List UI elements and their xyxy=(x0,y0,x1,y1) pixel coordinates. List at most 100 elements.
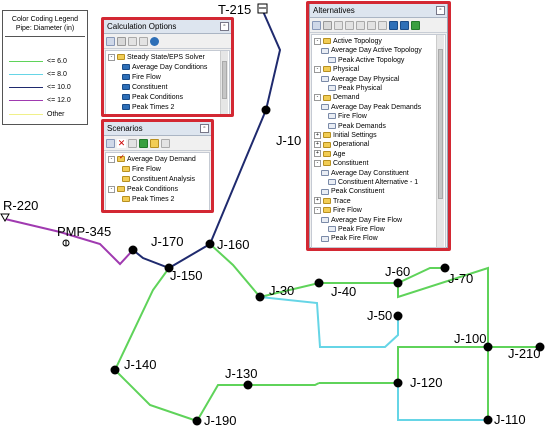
tree-item[interactable]: -Steady State/EPS Solver xyxy=(108,53,205,62)
junction-j170[interactable] xyxy=(128,245,138,255)
rename-icon[interactable] xyxy=(345,20,354,30)
tree-item[interactable]: -Peak Conditions xyxy=(108,185,178,194)
junction-j40[interactable] xyxy=(314,278,324,288)
expand-icon[interactable]: + xyxy=(314,150,321,158)
delete-icon[interactable] xyxy=(117,36,126,46)
tree-item[interactable]: Constituent xyxy=(122,83,167,92)
tree-item[interactable]: -Active Topology xyxy=(314,37,382,46)
tree-item[interactable]: +Trace xyxy=(314,197,351,206)
tree-item[interactable]: +Initial Settings xyxy=(314,131,377,140)
pin-icon[interactable]: ▫ xyxy=(220,22,229,31)
new-icon[interactable] xyxy=(106,138,115,148)
tree-item[interactable]: Peak Fire Flow xyxy=(321,234,378,243)
collapse-icon[interactable]: - xyxy=(314,159,321,167)
collapse-icon[interactable]: - xyxy=(108,53,115,61)
delete-icon[interactable]: ✕ xyxy=(117,137,126,148)
collapse-icon[interactable]: - xyxy=(108,185,115,193)
junction-j70[interactable] xyxy=(440,263,450,273)
tree-item[interactable]: Average Day Fire Flow xyxy=(321,216,402,225)
junction-j30[interactable] xyxy=(255,292,265,302)
pipe-cyan-b[interactable] xyxy=(397,383,488,421)
junction-j110[interactable] xyxy=(483,415,493,425)
properties-icon[interactable] xyxy=(378,20,387,30)
junction-j210[interactable] xyxy=(535,342,545,352)
check-icon[interactable] xyxy=(150,138,159,148)
expand-icon[interactable]: + xyxy=(314,131,321,139)
scrollbar[interactable] xyxy=(436,35,444,247)
pipe-dark-west[interactable] xyxy=(132,243,211,270)
tree-item[interactable]: Average Day Peak Demands xyxy=(321,103,421,112)
junction-j120[interactable] xyxy=(393,378,403,388)
paste-icon[interactable] xyxy=(356,20,365,30)
tree-item[interactable]: +Age xyxy=(314,150,345,159)
options-icon[interactable] xyxy=(161,138,170,148)
pipe-green-east[interactable] xyxy=(397,266,540,348)
report-icon[interactable] xyxy=(367,20,376,30)
filter-icon[interactable] xyxy=(400,20,409,30)
tree-item[interactable]: -Demand xyxy=(314,93,359,102)
merge-icon[interactable] xyxy=(411,20,420,30)
rename-icon[interactable] xyxy=(128,138,137,148)
tree-item[interactable]: -Physical xyxy=(314,65,359,74)
collapse-icon[interactable]: - xyxy=(314,94,321,102)
junction-j60[interactable] xyxy=(393,278,403,288)
pipe-cyan-a[interactable] xyxy=(259,296,399,348)
collapse-icon[interactable]: - xyxy=(314,37,321,45)
tree-item[interactable]: Fire Flow xyxy=(122,73,161,82)
tree-item[interactable]: Constituent Alternative - 1 xyxy=(328,178,418,187)
compute-icon[interactable] xyxy=(139,138,148,148)
junction-j140[interactable] xyxy=(110,365,120,375)
new-icon[interactable] xyxy=(312,20,321,30)
pipe-purple[interactable] xyxy=(4,218,134,266)
tree-item[interactable]: Average Day Physical xyxy=(321,75,399,84)
tree-item[interactable]: +Operational xyxy=(314,140,369,149)
tree-item[interactable]: Peak Physical xyxy=(328,84,382,93)
expand-icon[interactable]: + xyxy=(314,141,321,149)
filter-icon[interactable] xyxy=(389,20,398,30)
expand-icon[interactable]: + xyxy=(314,197,321,205)
tree-item[interactable]: Average Day Conditions xyxy=(122,63,207,72)
paste-icon[interactable] xyxy=(139,36,148,46)
help-icon[interactable] xyxy=(150,36,159,46)
tree-item[interactable]: Peak Times 2 xyxy=(122,195,174,204)
tree-item[interactable]: Peak Demands xyxy=(328,122,386,131)
junction-j50[interactable] xyxy=(393,311,403,321)
copy-icon[interactable] xyxy=(334,20,343,30)
scrollbar-thumb[interactable] xyxy=(222,61,227,99)
tree-item[interactable]: -Fire Flow xyxy=(314,206,362,215)
pipe-green-loop[interactable] xyxy=(319,346,489,420)
tree-item[interactable]: Average Day Constituent xyxy=(321,169,409,178)
pin-icon[interactable]: ▫ xyxy=(436,6,445,15)
tree-item[interactable]: Peak Fire Flow xyxy=(328,225,385,234)
scrollbar-thumb[interactable] xyxy=(438,49,443,199)
copy-icon[interactable] xyxy=(128,36,137,46)
tree-item[interactable]: Average Day Active Topology xyxy=(321,46,422,55)
scrollbar[interactable] xyxy=(220,51,228,115)
tree-item[interactable]: Peak Active Topology xyxy=(328,56,404,65)
junction-j130[interactable] xyxy=(243,380,253,390)
delete-icon[interactable] xyxy=(323,20,332,30)
tree-item[interactable]: Constituent Analysis xyxy=(122,175,195,184)
reservoir-icon[interactable] xyxy=(0,213,10,223)
tree-item[interactable]: Peak Conditions xyxy=(122,93,183,102)
collapse-icon[interactable]: - xyxy=(108,155,115,163)
junction-j150[interactable] xyxy=(164,263,174,273)
collapse-icon[interactable]: - xyxy=(314,206,321,214)
collapse-icon[interactable]: - xyxy=(314,65,321,73)
junction-j100[interactable] xyxy=(483,342,493,352)
junction-j160[interactable] xyxy=(205,239,215,249)
tree-item[interactable]: Fire Flow xyxy=(122,165,161,174)
tree-item[interactable]: Fire Flow xyxy=(328,112,367,121)
pin-icon[interactable]: ▫ xyxy=(200,124,209,133)
junction-j190[interactable] xyxy=(192,416,202,426)
tree-item-label: Peak Active Topology xyxy=(338,56,405,64)
pipe-green-main[interactable] xyxy=(113,267,320,423)
new-icon[interactable] xyxy=(106,36,115,46)
junction-j10[interactable] xyxy=(261,105,271,115)
tree-item[interactable]: -Constituent xyxy=(314,159,368,168)
tree-item[interactable]: Peak Constituent xyxy=(321,187,384,196)
tree-item[interactable]: Peak Times 2 xyxy=(122,103,174,112)
pipe-green-north[interactable] xyxy=(209,243,445,299)
tree-item[interactable]: -Average Day Demand xyxy=(108,153,196,164)
